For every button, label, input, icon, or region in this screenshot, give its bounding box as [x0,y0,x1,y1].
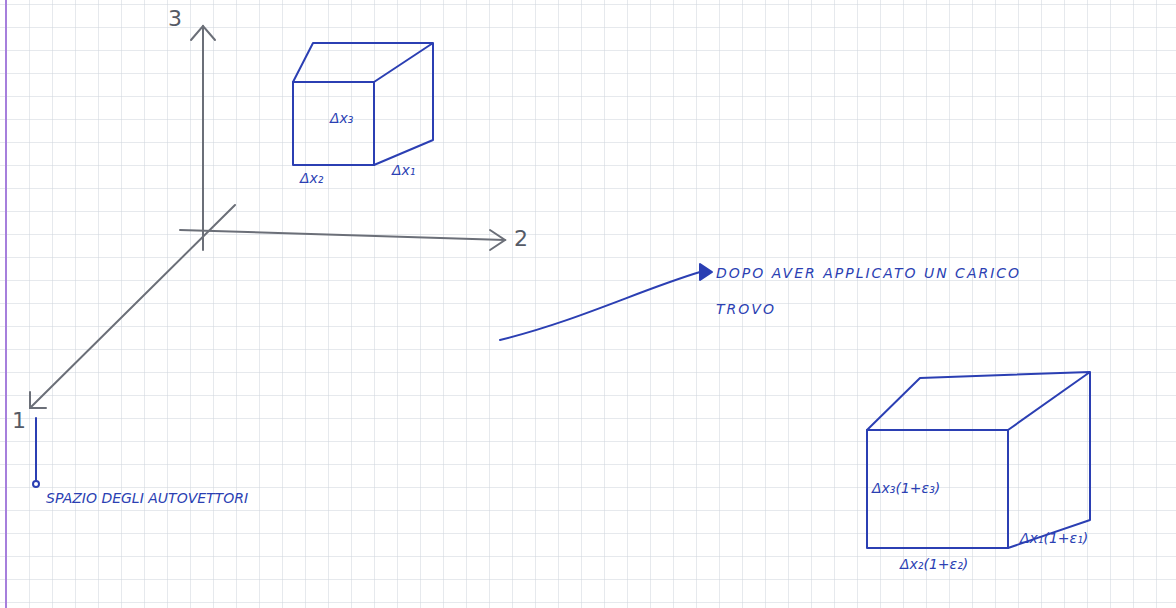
dimension-label: Δx₂(1+ε₂) [900,556,968,573]
curved-arrow [500,272,700,340]
axis-label: 1 [12,408,26,434]
axis-label: 3 [168,6,182,32]
dimension-label: Δx₃(1+ε₃) [872,480,940,497]
dimension-label: Δx₂ [300,170,323,187]
axis-label: 2 [514,226,528,252]
margin-line [5,0,7,608]
cube-edges [293,43,433,165]
dimension-label: Δx₁(1+ε₁) [1020,530,1088,547]
dimension-label: Δx₃ [330,110,353,127]
axes [30,26,505,408]
note-text: DOPO AVER APPLICATO UN CARICO TROVO [716,255,1046,328]
deformed-cube-edges [867,372,1090,548]
deformed-cube-front [867,430,1008,548]
dimension-label: Δx₁ [392,162,415,179]
cube-front [293,82,374,165]
pen-strokes [33,43,1090,548]
note-text: SPAZIO DEGLI AUTOVETTORI [46,490,248,507]
